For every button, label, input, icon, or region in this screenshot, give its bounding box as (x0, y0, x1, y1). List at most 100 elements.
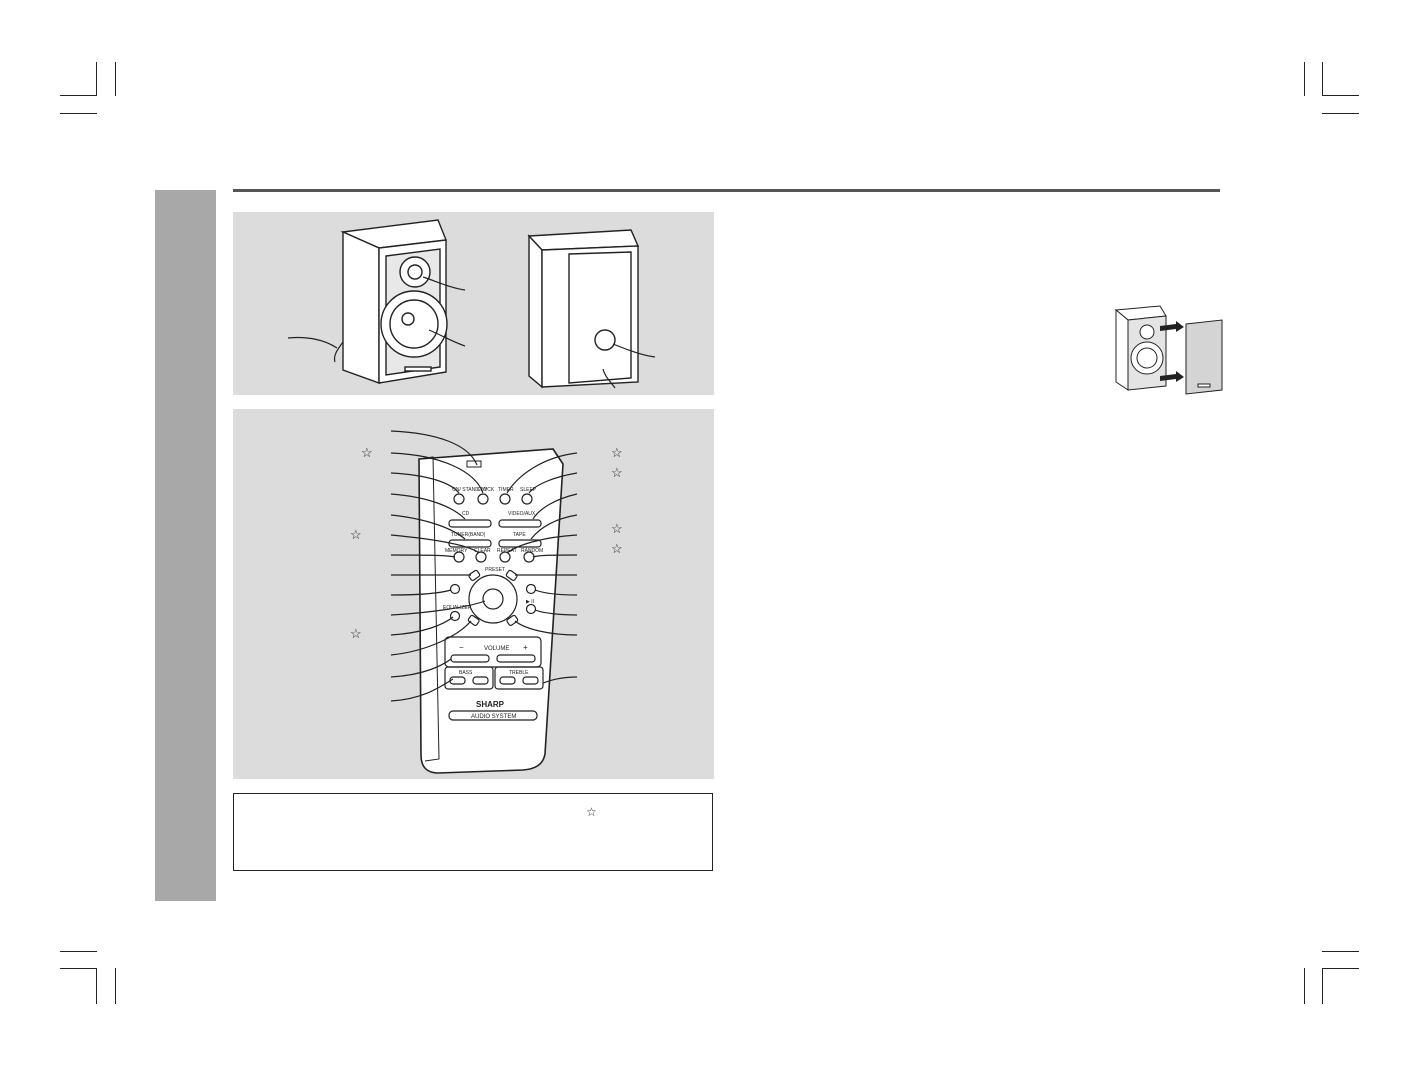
woofer-dustcap (401, 312, 415, 326)
header-rule (233, 189, 1220, 192)
star-marker: ☆ (350, 527, 362, 542)
star-marker: ☆ (611, 521, 623, 536)
callout-leader (506, 452, 578, 494)
crop-mark (1322, 113, 1359, 114)
play-pause-button[interactable] (525, 603, 537, 615)
skip-back-button[interactable] (449, 583, 461, 595)
crop-mark (60, 95, 97, 96)
callout-leader (390, 678, 454, 702)
crop-mark (60, 968, 97, 969)
callout-leader (390, 493, 466, 520)
section-tab (155, 190, 216, 901)
preset-down-button[interactable] (468, 569, 481, 581)
enter-button[interactable] (482, 588, 504, 610)
volume-down-button[interactable] (450, 654, 490, 663)
repeat-label: REPEAT (497, 548, 517, 554)
preset-label: PRESET (485, 567, 505, 573)
treble-down-button[interactable] (499, 676, 516, 685)
fast-forward-button[interactable] (506, 614, 519, 626)
bass-label: BASS (459, 670, 473, 676)
clear-button[interactable] (475, 551, 487, 563)
logo-plate (404, 366, 432, 372)
crop-mark (1322, 968, 1323, 1004)
tape-label: TAPE (513, 532, 526, 538)
stop-button[interactable] (467, 614, 480, 626)
repeat-button[interactable] (499, 551, 511, 563)
callout-leader (390, 430, 478, 466)
crop-mark (1322, 62, 1323, 96)
rear-speaker-cord (602, 368, 616, 389)
treble-label: TREBLE (509, 670, 529, 676)
grille-removal-illustration (1110, 302, 1224, 398)
tuner-band-label: TUNER(BAND) (451, 532, 486, 538)
callout-leader (390, 589, 452, 596)
callout-leader (390, 534, 480, 554)
tuner-band-button[interactable] (448, 539, 492, 548)
crop-mark (115, 62, 116, 96)
equalizer-button[interactable] (449, 610, 461, 622)
callout-leader (530, 514, 578, 540)
random-label: RANDOM (521, 548, 543, 554)
bass-down-button[interactable] (449, 676, 466, 685)
crop-mark (60, 951, 97, 952)
callout-leader (534, 589, 578, 596)
video-aux-label: VIDEO/AUX (508, 511, 536, 517)
volume-up-button[interactable] (496, 654, 536, 663)
star-marker: ☆ (611, 541, 623, 556)
mini-tweeter (1139, 324, 1155, 340)
callout-leader (514, 620, 578, 636)
callout-leader (390, 554, 456, 558)
star-marker: ☆ (350, 626, 362, 641)
rear-speaker-side (528, 234, 543, 389)
preset-up-button[interactable] (505, 569, 518, 581)
star-marker: ☆ (611, 465, 623, 480)
cd-button[interactable] (448, 519, 492, 528)
volume-plus-label: + (523, 643, 528, 652)
rear-panel-inset (568, 251, 632, 384)
callout-leader (542, 676, 578, 684)
callout-leader (390, 452, 484, 494)
clear-label: CLEAR (474, 548, 491, 554)
cd-label: CD (462, 511, 470, 517)
callout-leader (390, 658, 452, 678)
callout-leader (390, 514, 466, 540)
grille-removal-drawing (1114, 305, 1223, 395)
memory-label: MEMORY (445, 548, 468, 554)
callout-leader (506, 534, 578, 554)
volume-minus-label: − (459, 643, 464, 652)
remote-edge (418, 456, 440, 762)
front-speaker-side (342, 230, 380, 384)
note-box: ☆ (233, 793, 713, 871)
model-plate (448, 710, 538, 721)
mini-woofer-cone (1136, 347, 1158, 369)
timer-button[interactable] (499, 493, 511, 505)
crop-mark (96, 62, 97, 96)
star-marker: ☆ (611, 445, 623, 460)
treble-up-button[interactable] (522, 676, 539, 685)
arrow-icon (1160, 321, 1184, 332)
nav-ring (468, 574, 518, 624)
bass-up-button[interactable] (472, 676, 489, 685)
callout-leader (390, 600, 486, 616)
video-aux-button[interactable] (498, 519, 542, 528)
callout-leader (532, 554, 578, 558)
play-pause-label: ▶ II (526, 599, 534, 605)
speaker-illustration (287, 219, 656, 389)
speaker-grille (1185, 319, 1223, 395)
crop-mark (115, 968, 116, 1004)
speaker-illustration-panel (233, 212, 714, 395)
star-marker: ☆ (586, 805, 597, 819)
volume-group (444, 636, 542, 668)
skip-forward-button[interactable] (525, 583, 537, 595)
sleep-button[interactable] (521, 493, 533, 505)
on-standby-button[interactable] (453, 493, 465, 505)
model-name: AUDIO SYSTEM (471, 714, 516, 720)
crop-mark (96, 968, 97, 1004)
front-speaker-cord (333, 341, 344, 363)
callout-leader (390, 472, 460, 494)
volume-label: VOLUME (484, 646, 509, 652)
woofer-cone (389, 299, 439, 349)
tape-button[interactable] (498, 539, 542, 548)
brand-logo: SHARP (476, 700, 505, 709)
clock-button[interactable] (477, 493, 489, 505)
